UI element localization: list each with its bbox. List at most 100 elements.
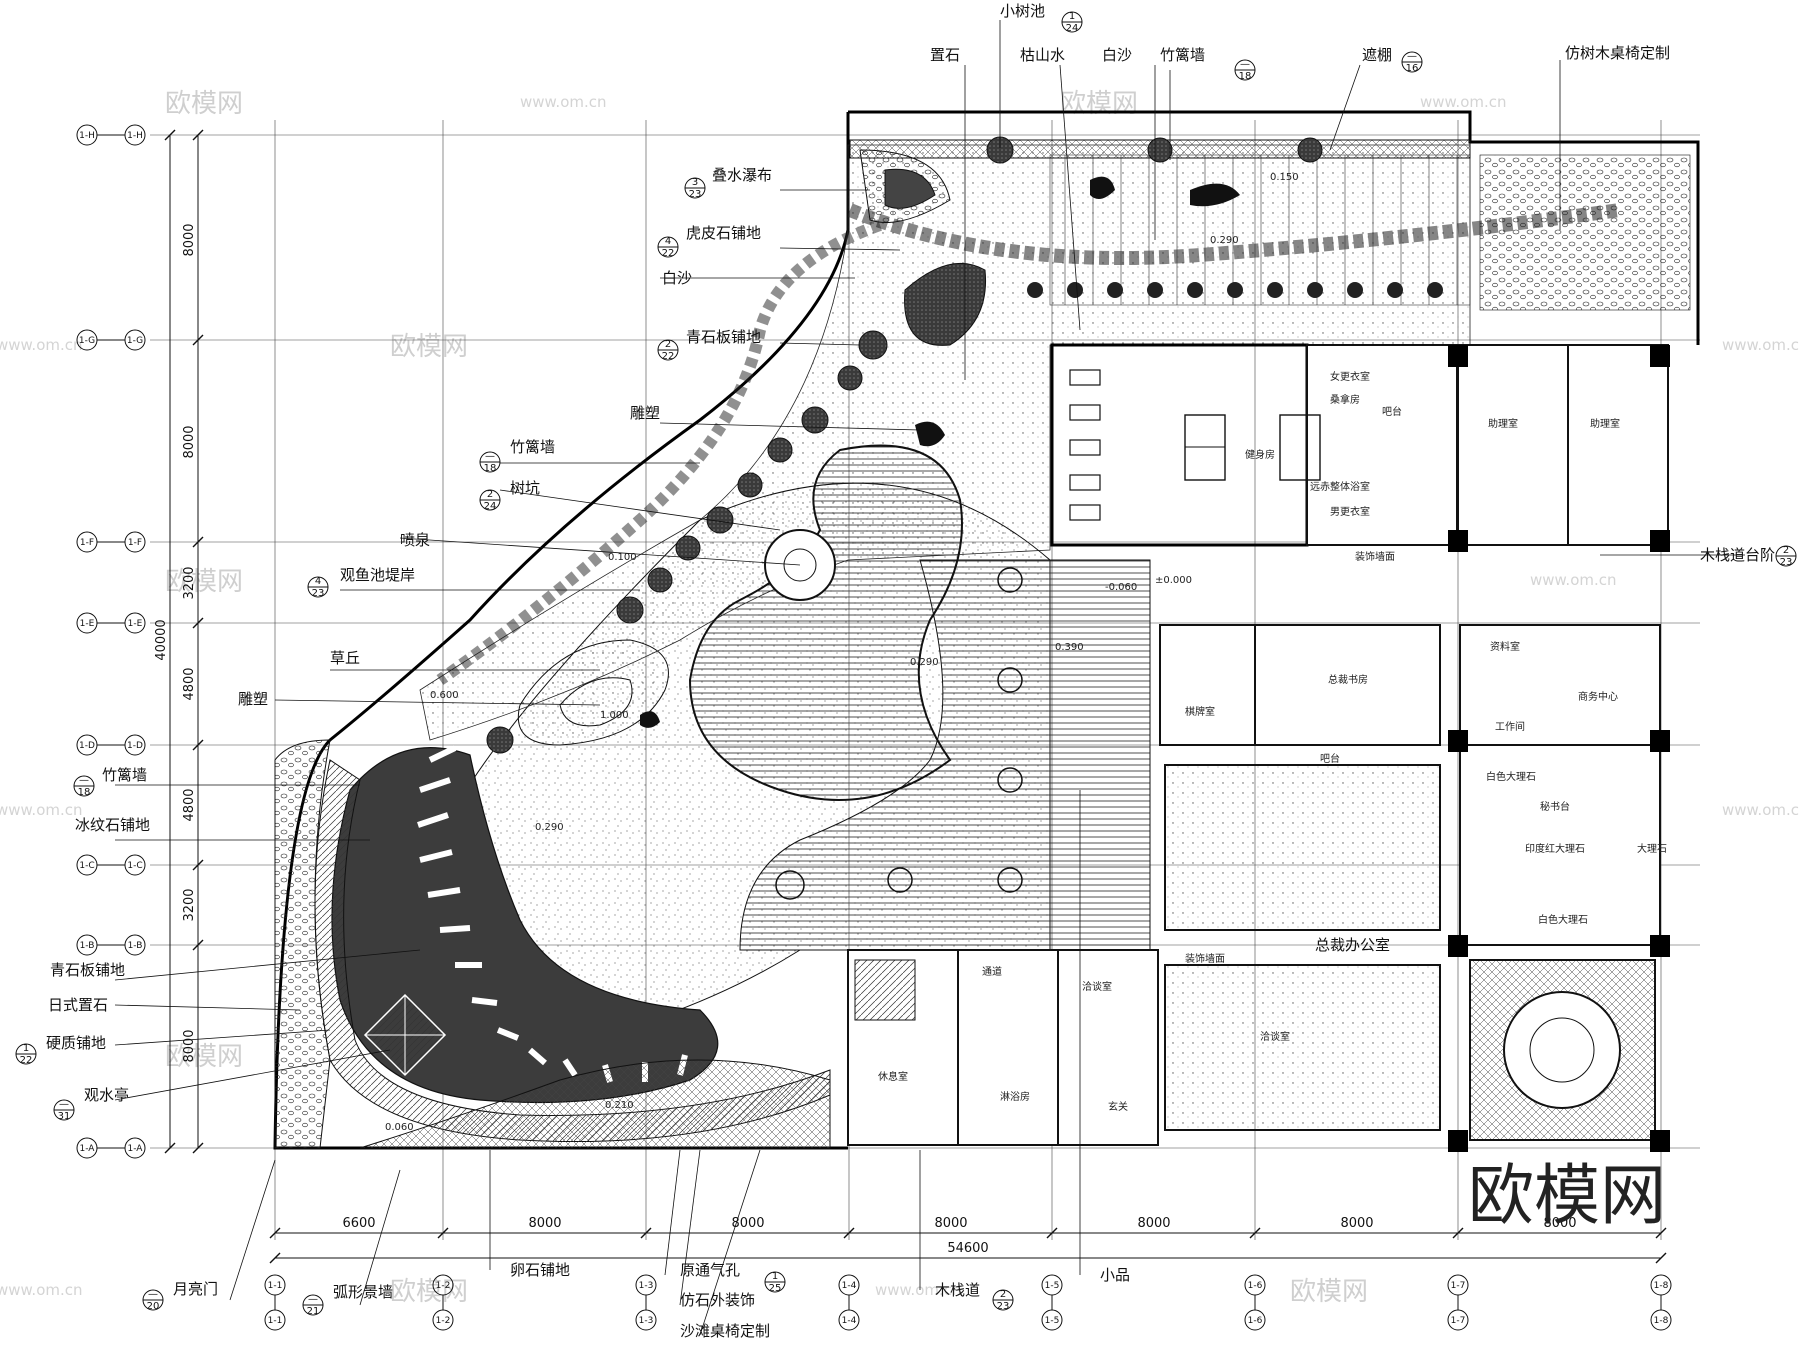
dim-bottom-4: 8000 (934, 1216, 967, 1231)
svg-text:1-6: 1-6 (1248, 1281, 1263, 1291)
room-women-locker: 女更衣室 (1330, 370, 1370, 383)
svg-text:—: — (1240, 59, 1250, 70)
sauna-block (1306, 344, 1458, 546)
ref-qingshiban-top: 222 (657, 339, 679, 362)
svg-text:23: 23 (689, 189, 702, 200)
ref-fangshi: 125 (764, 1271, 786, 1294)
dim-left-6: 3200 (182, 888, 197, 921)
svg-text:4: 4 (665, 236, 671, 247)
svg-text:1-4: 1-4 (842, 1281, 857, 1291)
axis-col-6: 1-6 1-6 (1244, 1274, 1266, 1331)
room-corridor: 通道 (982, 965, 1002, 978)
tree-pit-grove (1479, 154, 1691, 311)
dim-left-5: 4800 (182, 788, 197, 821)
svg-text:22: 22 (662, 248, 675, 259)
watermark-url: www.om.cn (1420, 93, 1507, 111)
room-sauna: 桑拿房 (1330, 393, 1360, 406)
room-ceo-office: 总裁办公室 (1315, 936, 1390, 954)
label-huxing: 弧形景墙 (333, 1283, 393, 1301)
svg-text:31: 31 (58, 1111, 71, 1122)
structural-columns (1448, 345, 1670, 1152)
sculpture-left (640, 711, 660, 728)
svg-text:25: 25 (769, 1283, 782, 1294)
svg-text:22: 22 (20, 1055, 33, 1066)
label-diaosu-left: 雕塑 (238, 690, 268, 708)
svg-text:1-D: 1-D (127, 741, 143, 751)
ref-dieshui: 323 (684, 177, 706, 200)
room-meeting-1: 洽谈室 (1082, 980, 1112, 993)
svg-text:1-1: 1-1 (268, 1281, 283, 1291)
svg-text:1-3: 1-3 (639, 1316, 654, 1326)
level-mark: 0.210 (605, 1100, 634, 1111)
dim-left-3: 3200 (182, 566, 197, 599)
svg-text:—: — (148, 1289, 158, 1300)
level-mark: 0.390 (1055, 642, 1084, 653)
waterfall-pool (884, 168, 936, 209)
svg-text:23: 23 (997, 1301, 1010, 1312)
room-workroom: 工作间 (1495, 720, 1525, 733)
dim-bottom-7: 8000 (1543, 1216, 1576, 1231)
svg-text:1-C: 1-C (79, 861, 94, 871)
deck-palms (887, 567, 1023, 893)
watermark-brand: 欧模网 (390, 332, 468, 362)
svg-text:—: — (79, 775, 89, 786)
watermark-url: www.om.cn (520, 93, 607, 111)
svg-text:1-B: 1-B (80, 941, 95, 951)
svg-text:1: 1 (23, 1043, 29, 1054)
svg-text:1-A: 1-A (80, 1144, 96, 1154)
svg-text:23: 23 (1780, 557, 1793, 568)
axis-col-8: 1-81-8 (1650, 1274, 1672, 1331)
svg-text:1-5: 1-5 (1045, 1316, 1060, 1326)
label-muzhandao-taijie: 木栈道台阶 (1700, 546, 1775, 564)
svg-text:1-E: 1-E (80, 619, 95, 629)
label-bingwenshi: 冰纹石铺地 (75, 816, 150, 834)
watermark-brand: 欧模网 (390, 1277, 468, 1307)
brand-logo: 欧模网 (1468, 1157, 1666, 1234)
grass-mound-inner (559, 677, 633, 727)
room-secretary: 秘书台 (1540, 800, 1570, 813)
ref-muzhandao-taijie: 223 (1775, 545, 1797, 568)
svg-text:16: 16 (1406, 63, 1419, 74)
label-fangshi: 仿石外装饰 (680, 1291, 755, 1309)
viewing-pavilion (363, 993, 447, 1077)
svg-text:2: 2 (487, 489, 493, 500)
karesansui-stone-1 (1090, 176, 1115, 199)
svg-text:1-6: 1-6 (1248, 1316, 1263, 1326)
label-rishizhishi: 日式置石 (48, 996, 108, 1014)
ref-zhuliqiang-top: —18 (1234, 59, 1256, 82)
svg-text:1: 1 (1069, 11, 1075, 22)
label-kushanshui: 枯山水 (1020, 46, 1065, 64)
ref-yingzhi: 122 (15, 1043, 37, 1066)
svg-text:2: 2 (1000, 1289, 1006, 1300)
room-meeting-2: 洽谈室 (1260, 1030, 1290, 1043)
room-bar: 吧台 (1382, 405, 1402, 418)
label-guanyuchi: 观鱼池堤岸 (340, 566, 415, 584)
room-chess: 棋牌室 (1185, 705, 1215, 718)
corridor (957, 949, 1059, 1146)
hard-paving (274, 739, 331, 1149)
label-hupishi: 虎皮石铺地 (686, 224, 761, 242)
room-gym: 健身房 (1245, 448, 1275, 461)
room-foyer: 玄关 (1108, 1100, 1128, 1113)
room-business: 商务中心 (1578, 690, 1618, 703)
watermark-brand: 欧模网 (165, 567, 243, 597)
level-mark: 0.600 (430, 690, 459, 701)
svg-text:1-F: 1-F (128, 538, 142, 548)
svg-text:—: — (1407, 51, 1417, 62)
watermark-brand: 欧模网 (1060, 89, 1138, 119)
label-zhishi: 置石 (930, 46, 960, 64)
label-penquan: 喷泉 (400, 531, 430, 549)
svg-text:1-8: 1-8 (1654, 1281, 1669, 1291)
stone-slab-path (417, 745, 688, 1083)
meeting-room-large (1164, 964, 1441, 1131)
room-white-marble-2: 白色大理石 (1538, 913, 1588, 926)
label-qingshiban-top: 青石板铺地 (686, 328, 761, 346)
ref-zhepeng: —16 (1401, 51, 1423, 74)
level-mark: 0.060 (385, 1122, 414, 1133)
stepping-stone-path-2 (436, 219, 882, 685)
label-shukeng: 树坑 (510, 479, 540, 497)
label-baisha-top: 白沙 (1102, 46, 1132, 64)
